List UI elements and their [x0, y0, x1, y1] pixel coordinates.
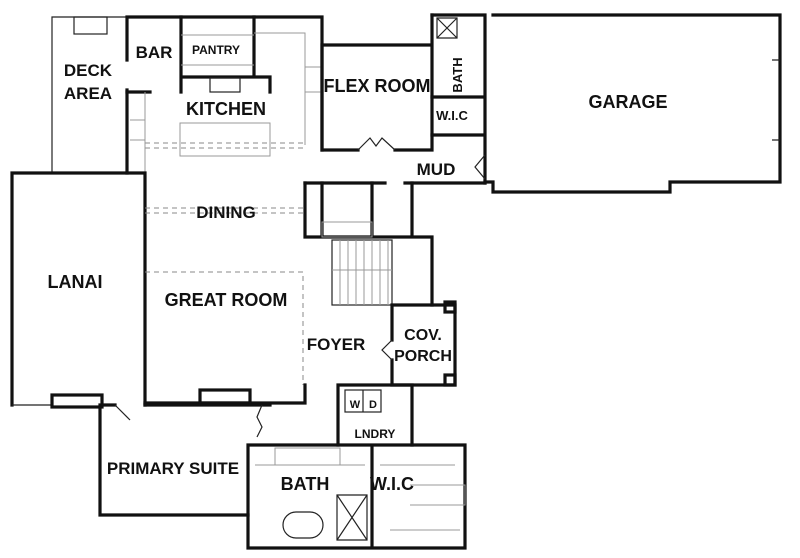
dining-label: DINING [196, 203, 256, 222]
kitchen-label: KITCHEN [186, 99, 266, 119]
laundry-label: LNDRY [355, 427, 396, 441]
staircase [331, 239, 393, 306]
garage-label: GARAGE [588, 92, 667, 112]
primary-wic-label: W.I.C [370, 474, 414, 494]
lanai-label: LANAI [48, 272, 103, 292]
primary-suite-label: PRIMARY SUITE [107, 459, 239, 478]
pantry-label: PANTRY [192, 43, 240, 57]
porch-label-line2: PORCH [394, 348, 452, 365]
foyer-label: FOYER [307, 335, 366, 354]
mud-label: MUD [417, 160, 456, 179]
room-labels: DECK AREA BAR PANTRY KITCHEN FLEX ROOM B… [48, 43, 668, 494]
great-room-label: GREAT ROOM [165, 290, 288, 310]
primary-bath-label: BATH [281, 474, 330, 494]
deck-area-label-line1: DECK [64, 61, 113, 80]
upper-wic-label: W.I.C [436, 108, 468, 123]
porch-label-line1: COV. [404, 327, 442, 344]
flex-room-label: FLEX ROOM [324, 76, 431, 96]
washer-label: W [350, 399, 361, 411]
deck-area-label-line2: AREA [64, 84, 112, 103]
walls [10, 13, 782, 550]
upper-bath-label: BATH [450, 57, 465, 92]
bar-label: BAR [136, 43, 173, 62]
dryer-label: D [369, 399, 377, 411]
